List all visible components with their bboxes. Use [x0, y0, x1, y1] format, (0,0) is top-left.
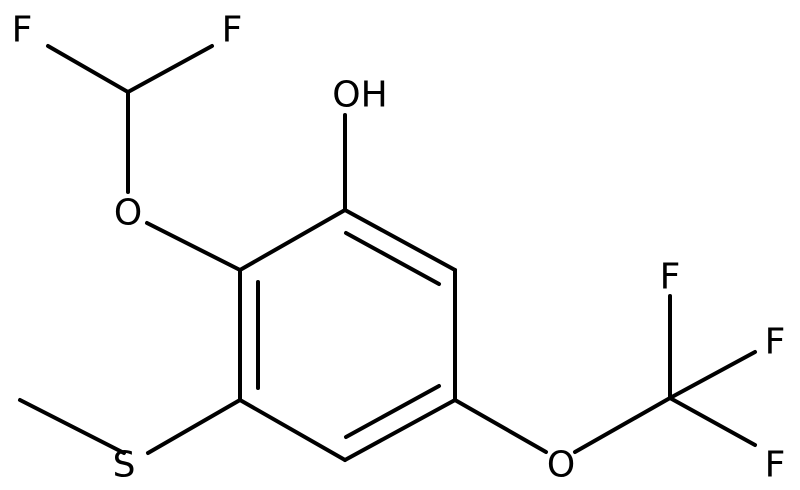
- atom-label-f-left: F: [12, 10, 33, 51]
- ring-bond-c1-c2: [238, 208, 347, 272]
- bond-c2-o: [145, 221, 242, 272]
- atom-label-o-trifluoromethoxy: O: [547, 445, 575, 486]
- ring-bond-c6-c1: [343, 208, 457, 272]
- ring-double-bond-inner-3: [344, 384, 441, 439]
- atom-label-f-cf3-top: F: [660, 257, 681, 298]
- bond-c5-o: [453, 398, 548, 454]
- bond-cf3-f-bottom: [668, 396, 757, 447]
- atom-label-f-cf3-bottom: F: [765, 445, 786, 486]
- bond-chf2-f-left: [46, 44, 130, 94]
- ring-bond-c3-c4: [238, 398, 347, 462]
- atom-label-oh: OH: [332, 75, 387, 116]
- bond-chf2-f-right: [126, 44, 214, 94]
- atom-label-s: S: [113, 445, 136, 486]
- atom-label-f-cf3-mid: F: [765, 322, 786, 363]
- atom-label-f-right: F: [222, 10, 243, 51]
- bond-s-methyl: [18, 398, 126, 455]
- ring-double-bond-inner-1: [344, 231, 441, 286]
- atom-label-o-difluoromethoxy: O: [114, 193, 142, 234]
- bond-c3-s: [146, 398, 242, 455]
- bond-cf3-f-mid: [668, 350, 757, 400]
- bond-o-cf3: [573, 396, 672, 454]
- ring-bond-c4-c5: [343, 398, 457, 462]
